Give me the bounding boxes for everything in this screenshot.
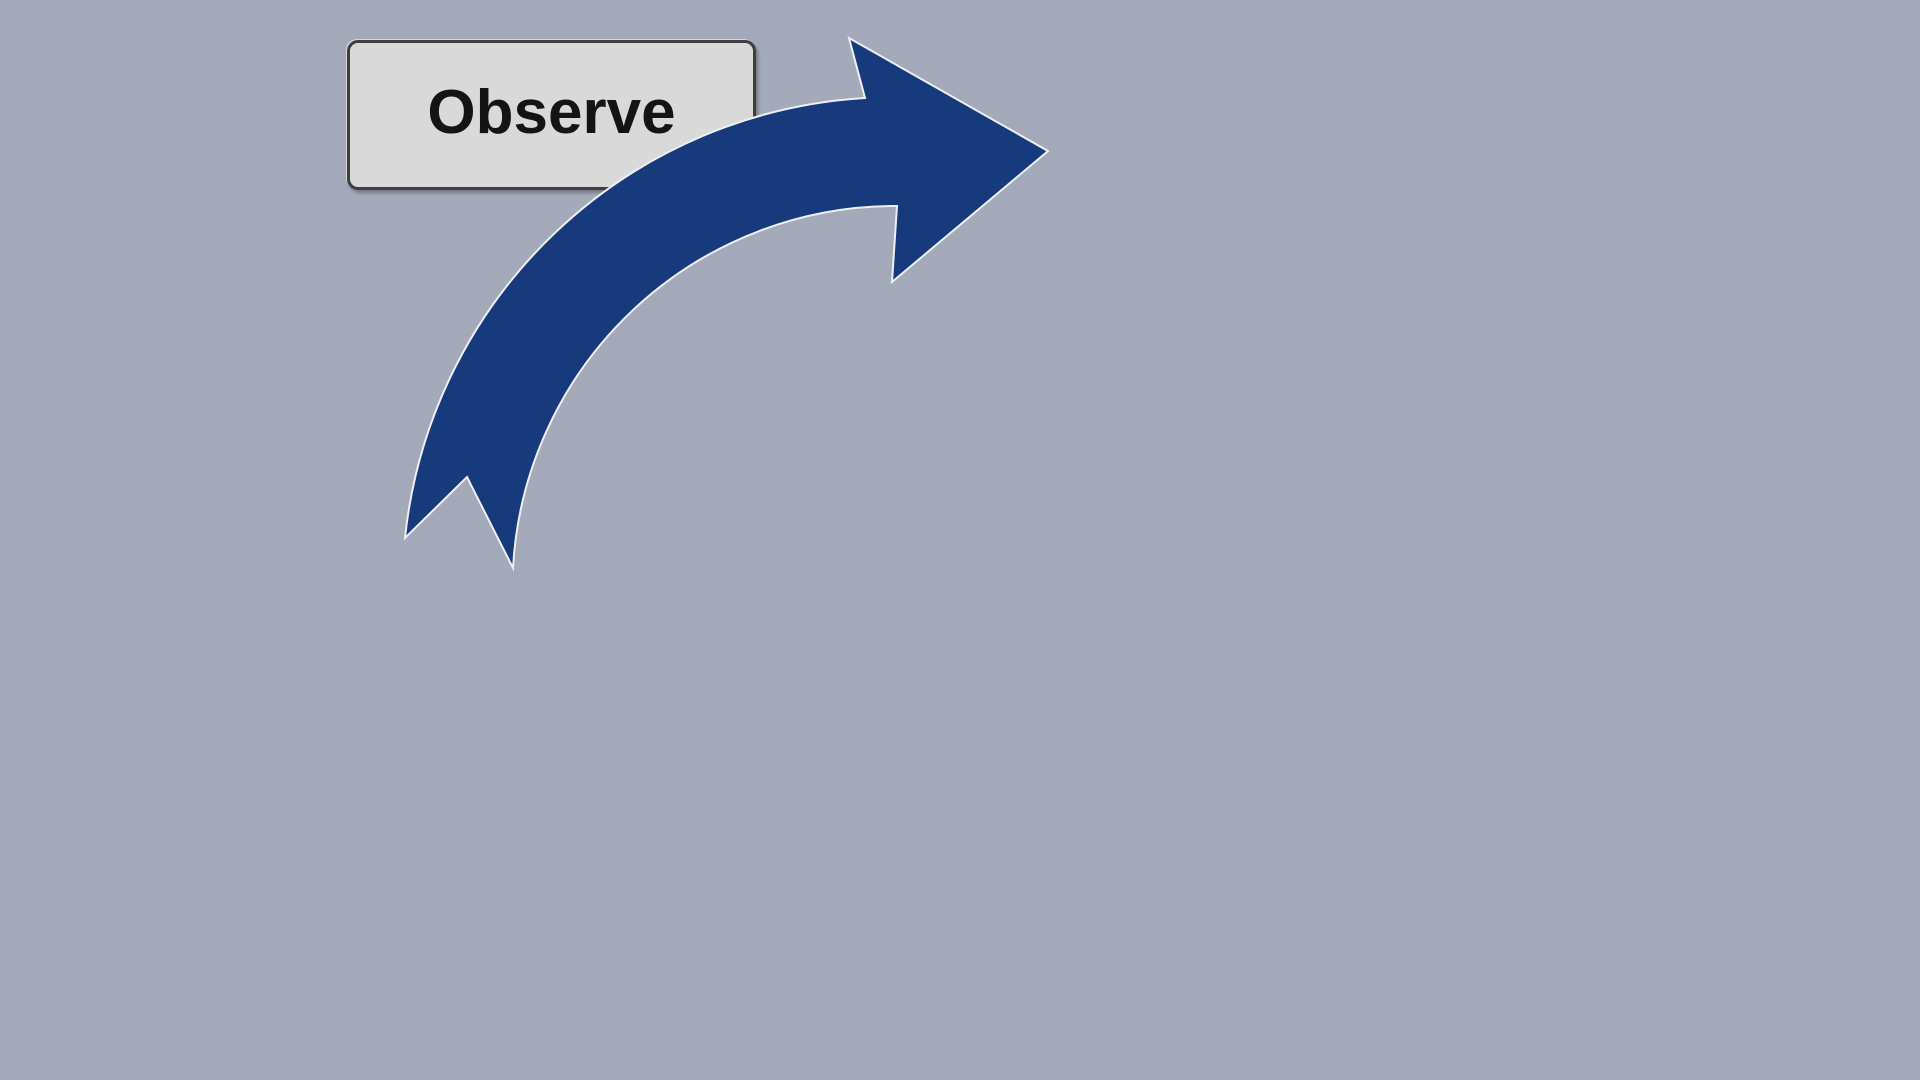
- observe-shape: Observe: [347, 40, 756, 190]
- observe-label: Observe: [427, 78, 676, 147]
